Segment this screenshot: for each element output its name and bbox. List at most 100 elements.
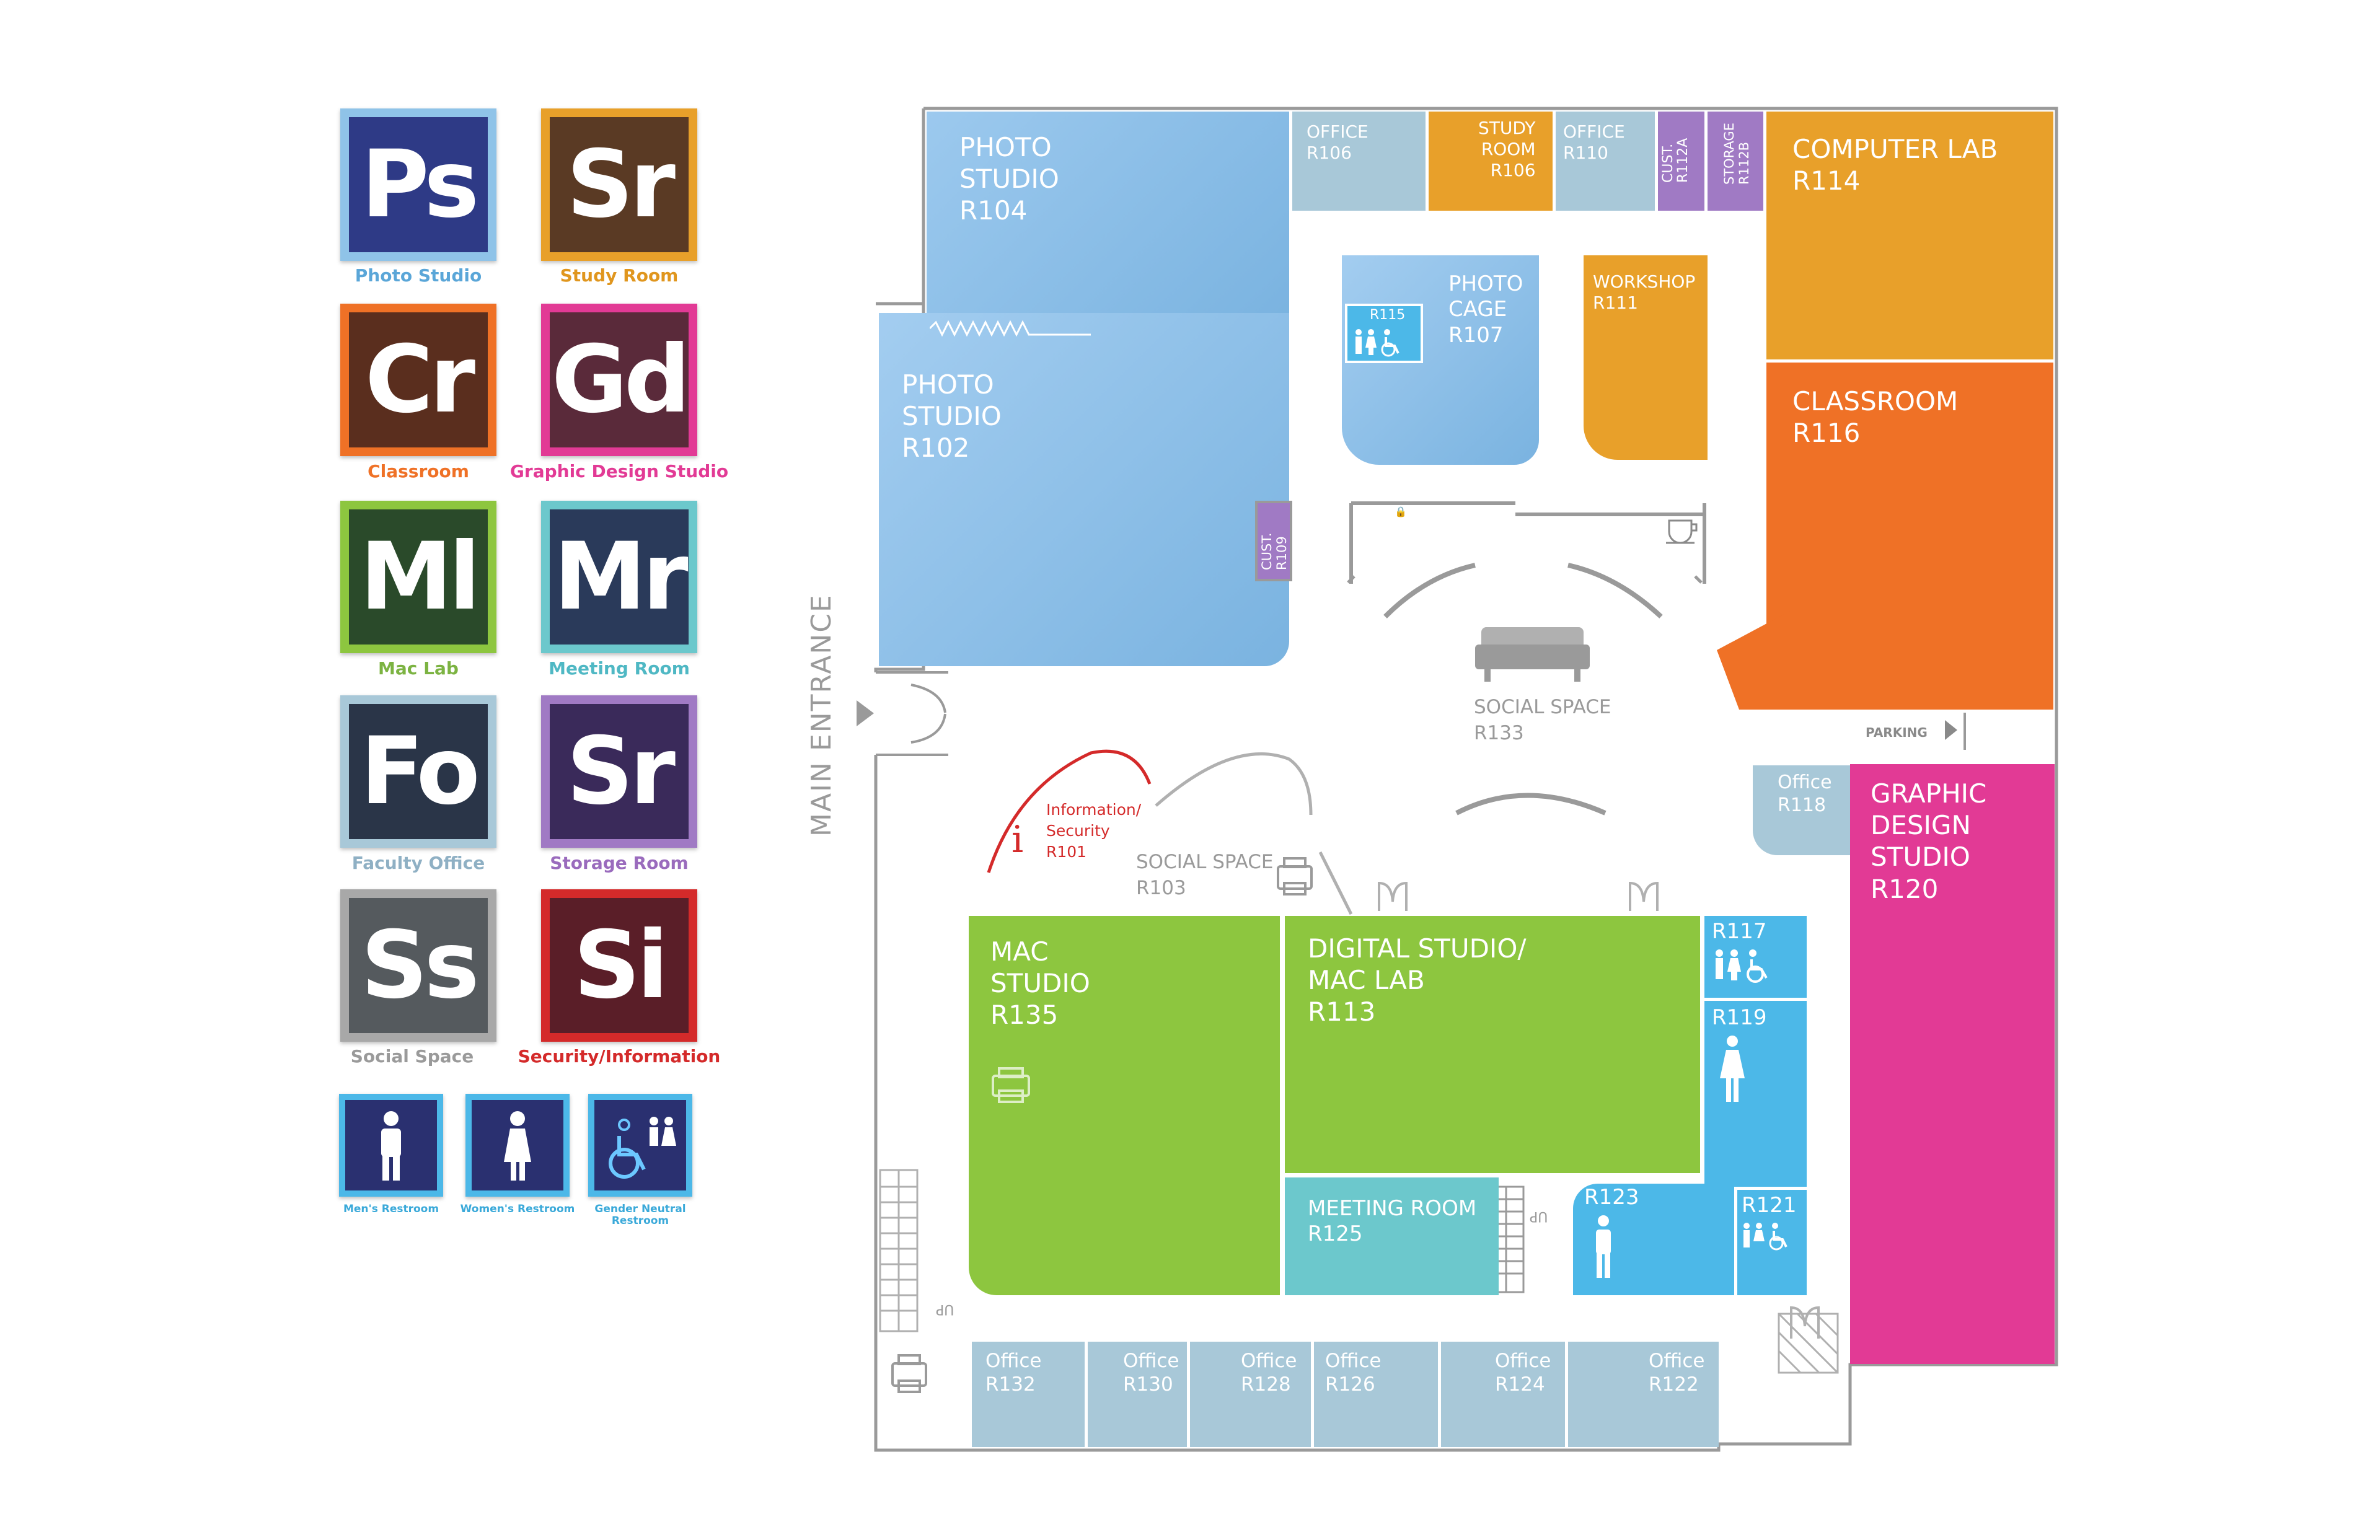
legend-tile-gender-neutral-restroom — [588, 1094, 692, 1197]
room-label: CUST. R109 — [1259, 532, 1289, 570]
legend-tile-faculty-office: Fo — [340, 695, 496, 848]
legend-caption: Men's Restroom — [343, 1203, 439, 1215]
room-label: R119 — [1712, 1005, 1767, 1030]
stairs-up-label: UP — [936, 1301, 954, 1317]
room-social-space-r103[interactable]: SOCIAL SPACE R103 — [1136, 851, 1274, 899]
room-office-r106[interactable] — [1292, 112, 1426, 211]
room-label: R115 — [1370, 307, 1406, 323]
room-label: PHOTO CAGE R107 — [1448, 271, 1523, 348]
legend-caption: Women's Restroom — [460, 1203, 575, 1215]
tile-abbr: Si — [573, 912, 668, 1019]
restroom-r117[interactable] — [1704, 916, 1807, 998]
room-label: Office R130 — [1123, 1350, 1179, 1396]
room-label: MAC STUDIO R135 — [990, 936, 1090, 1031]
tile-abbr: Ss — [361, 912, 479, 1019]
room-security-r101[interactable]: Information/ Security R101 — [1046, 801, 1142, 861]
tile-abbr: Cr — [364, 326, 475, 434]
room-label: R123 — [1584, 1185, 1639, 1210]
legend-tile-womens-restroom — [465, 1094, 570, 1197]
legend-tile-social-space: Ss — [340, 889, 496, 1042]
legend-tile-study-room: Sr — [541, 108, 697, 261]
room-meeting-room-r125[interactable] — [1285, 1177, 1499, 1295]
room-office-r126[interactable] — [1314, 1342, 1438, 1447]
room-mac-studio-r135[interactable] — [969, 916, 1280, 1295]
room-label: Office R128 — [1241, 1350, 1297, 1396]
room-label: CUST. R112A — [1660, 138, 1691, 183]
printer-icon — [1277, 857, 1313, 895]
room-label: R121 — [1742, 1193, 1797, 1218]
room-office-r130[interactable] — [1088, 1342, 1187, 1447]
room-label: PHOTO STUDIO R102 — [902, 369, 1002, 464]
info-symbol: i — [1011, 818, 1024, 861]
room-photo-studio-r104[interactable] — [927, 112, 1289, 322]
room-label: Office R132 — [985, 1350, 1042, 1396]
room-label: STUDY ROOM R106 — [1478, 118, 1536, 181]
room-computer-lab-r114[interactable] — [1766, 112, 2053, 359]
legend-caption: Photo Studio — [355, 265, 482, 286]
room-label: OFFICE R110 — [1563, 121, 1625, 164]
gender-neutral-restroom-icon — [609, 1117, 676, 1179]
room-label: GRAPHIC DESIGN STUDIO R120 — [1871, 778, 1987, 904]
room-label: CLASSROOM R116 — [1792, 386, 1959, 449]
gender-neutral-restroom-icon — [1355, 329, 1399, 357]
legend-tile-storage-room: Sr — [541, 695, 697, 848]
legend-caption: Mac Lab — [378, 658, 459, 679]
printer-icon — [891, 1354, 927, 1393]
legend-caption: Social Space — [350, 1046, 474, 1067]
room-office-r124[interactable] — [1441, 1342, 1565, 1447]
legend-caption: Meeting Room — [549, 658, 690, 679]
curtain-line — [930, 320, 1091, 337]
room-office-r122[interactable] — [1568, 1342, 1719, 1447]
mens-restroom-icon — [1596, 1215, 1611, 1278]
gender-neutral-restroom-icon — [1716, 949, 1768, 983]
room-study-room-r106[interactable] — [1429, 112, 1553, 211]
gender-neutral-restroom-icon — [1743, 1223, 1787, 1251]
room-label: R117 — [1712, 919, 1767, 944]
lockers-text: LOCKERS — [1410, 506, 1461, 517]
room-storage-r112b[interactable] — [1708, 112, 1763, 211]
printer-icon — [992, 1067, 1030, 1103]
room-office-r128[interactable] — [1190, 1342, 1311, 1447]
room-label: COMPUTER LAB R114 — [1792, 134, 1998, 196]
coffee-icon — [1666, 519, 1698, 544]
legend-caption: Study Room — [560, 265, 679, 286]
room-classroom-r116[interactable] — [1766, 363, 2053, 710]
room-workshop-r111[interactable] — [1584, 255, 1708, 460]
tile-abbr: Ml — [359, 523, 481, 631]
tile-abbr: Ps — [361, 131, 480, 239]
legend: Ps Photo Studio Sr Study Room Cr Classro… — [0, 0, 744, 1239]
room-digital-studio-mac-lab-r113[interactable] — [1285, 916, 1700, 1173]
tile-abbr: Sr — [566, 718, 676, 825]
room-custodial-r112a[interactable] — [1658, 112, 1704, 211]
room-office-r132[interactable] — [972, 1342, 1085, 1447]
legend-tile-mens-restroom — [339, 1094, 443, 1197]
legend-caption: Faculty Office — [351, 853, 485, 873]
room-label: Office R118 — [1778, 772, 1832, 816]
room-label: STORAGE R112B — [1722, 123, 1752, 185]
room-social-space-r133[interactable]: SOCIAL SPACE R133 — [1474, 696, 1611, 744]
room-custodial-r109[interactable] — [1255, 501, 1292, 581]
legend-tile-security-information: Si — [541, 889, 697, 1042]
legend-tile-classroom: Cr — [340, 304, 496, 456]
room-label: PHOTO STUDIO R104 — [959, 132, 1059, 226]
room-office-r118[interactable] — [1753, 765, 1850, 855]
room-photo-studio-r102[interactable] — [879, 313, 1289, 666]
tile-abbr: Mr — [553, 523, 688, 631]
legend-tile-photo-studio: Ps — [340, 108, 496, 261]
tile-abbr: Sr — [566, 131, 676, 239]
parking-label[interactable]: PARKING — [1866, 725, 1928, 740]
room-label: WORKSHOP R111 — [1593, 271, 1696, 314]
main-entrance-label[interactable]: MAIN ENTRANCE — [806, 594, 837, 837]
room-office-r110[interactable] — [1556, 112, 1655, 211]
room-label: Office R122 — [1649, 1350, 1705, 1396]
stairs-up-label: UP — [1530, 1208, 1548, 1224]
room-graphic-design-studio-r120[interactable] — [1850, 764, 2055, 1364]
restroom-r119[interactable] — [1704, 1001, 1807, 1187]
legend-tile-mac-lab: Ml — [340, 501, 496, 653]
legend-caption: Graphic Design Studio — [509, 461, 729, 482]
legend-caption: Classroom — [368, 461, 469, 482]
legend-tile-meeting-room: Mr — [541, 501, 697, 653]
womens-restroom-icon — [1720, 1036, 1745, 1102]
